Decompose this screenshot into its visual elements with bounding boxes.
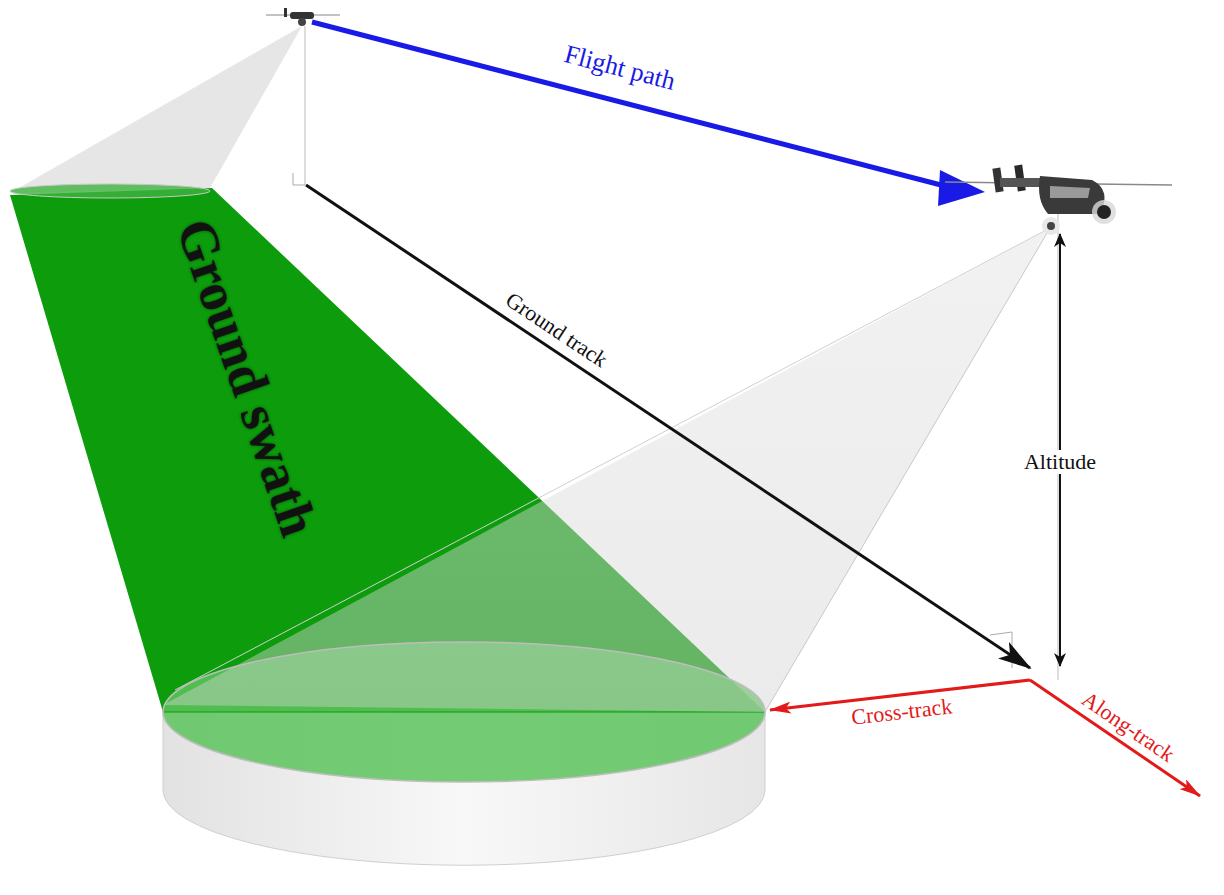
uav-far bbox=[266, 8, 340, 26]
uav-near bbox=[945, 165, 1172, 235]
along-track-label: Along-track bbox=[1075, 685, 1181, 768]
flight-path-arrow bbox=[312, 22, 968, 192]
ground-track-label: Ground track bbox=[498, 286, 613, 374]
altitude-label: Altitude bbox=[1021, 450, 1099, 474]
ground-track-arrow bbox=[306, 185, 1030, 668]
flight-path-label: Flight path bbox=[562, 40, 679, 96]
along-track-arrow bbox=[1030, 680, 1200, 796]
